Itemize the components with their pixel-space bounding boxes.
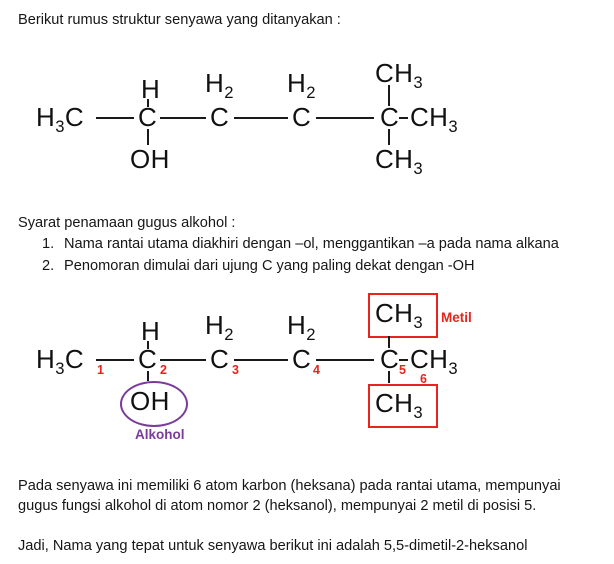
atom-c2: C bbox=[138, 102, 158, 132]
bond-horizontal bbox=[234, 116, 288, 120]
atom-c5: C bbox=[380, 344, 400, 374]
carbon-number: 3 bbox=[232, 363, 239, 377]
atom-ch3-c6: CH3 bbox=[410, 344, 459, 379]
bond-horizontal bbox=[160, 116, 206, 120]
bond-vertical bbox=[146, 99, 149, 107]
metil-highlight-box bbox=[368, 293, 438, 338]
bond-vertical bbox=[146, 129, 149, 145]
bond-vertical bbox=[146, 371, 149, 381]
explanation-paragraph: Pada senyawa ini memiliki 6 atom karbon … bbox=[18, 478, 561, 514]
atom-h2: H2 bbox=[287, 310, 316, 345]
bond-vertical bbox=[387, 371, 390, 383]
atom-c5: C bbox=[380, 102, 400, 132]
bond-vertical bbox=[146, 341, 149, 349]
rule-number: 2. bbox=[42, 258, 55, 274]
atom-c4: C bbox=[292, 344, 312, 374]
atom-ch3-bottom: CH3 bbox=[375, 144, 424, 179]
atom-oh: OH bbox=[130, 386, 170, 416]
atom-h: H bbox=[141, 74, 161, 104]
atom-h: H bbox=[141, 316, 161, 346]
atom-c2: C bbox=[138, 344, 158, 374]
metil-highlight-box bbox=[368, 384, 438, 428]
atom-c4: C bbox=[292, 102, 312, 132]
carbon-number: 1 bbox=[97, 363, 104, 377]
alkohol-label: Alkohol bbox=[135, 427, 185, 442]
bond-horizontal bbox=[160, 358, 206, 362]
metil-label: Metil bbox=[441, 310, 472, 325]
bond-horizontal bbox=[316, 358, 374, 362]
atom-ch3-top: CH3 bbox=[375, 298, 424, 333]
carbon-number: 5 bbox=[399, 363, 406, 377]
bond-horizontal bbox=[399, 358, 408, 362]
bond-horizontal bbox=[96, 358, 134, 362]
atom-h2: H2 bbox=[205, 68, 234, 103]
atom-h3c: H3C bbox=[36, 344, 85, 379]
alkohol-highlight-ellipse bbox=[120, 381, 188, 427]
rule-text: Nama rantai utama diakhiri dengan –ol, m… bbox=[64, 236, 559, 252]
atom-h2: H2 bbox=[287, 68, 316, 103]
atom-ch3-bottom: CH3 bbox=[375, 388, 424, 423]
bond-horizontal bbox=[316, 116, 374, 120]
atom-c3: C bbox=[210, 102, 230, 132]
rules-heading: Syarat penamaan gugus alkohol : bbox=[18, 215, 236, 231]
bond-horizontal bbox=[96, 116, 134, 120]
carbon-number: 4 bbox=[313, 363, 320, 377]
atom-ch3-c6: CH3 bbox=[410, 102, 459, 137]
carbon-number: 6 bbox=[420, 372, 427, 386]
conclusion-text: Jadi, Nama yang tepat untuk senyawa beri… bbox=[18, 538, 528, 554]
atom-ch3-top: CH3 bbox=[375, 58, 424, 93]
bond-vertical bbox=[387, 85, 390, 106]
bond-horizontal bbox=[399, 116, 408, 120]
atom-oh: OH bbox=[130, 144, 170, 174]
carbon-number: 2 bbox=[160, 363, 167, 377]
atom-c3: C bbox=[210, 344, 230, 374]
bond-horizontal bbox=[234, 358, 288, 362]
atom-h2: H2 bbox=[205, 310, 234, 345]
question-intro-text: Berikut rumus struktur senyawa yang dita… bbox=[18, 12, 341, 28]
rule-text: Penomoran dimulai dari ujung C yang pali… bbox=[64, 258, 475, 274]
rule-number: 1. bbox=[42, 236, 55, 252]
bond-vertical bbox=[387, 129, 390, 145]
bond-vertical bbox=[387, 336, 390, 348]
atom-h3c: H3C bbox=[36, 102, 85, 137]
